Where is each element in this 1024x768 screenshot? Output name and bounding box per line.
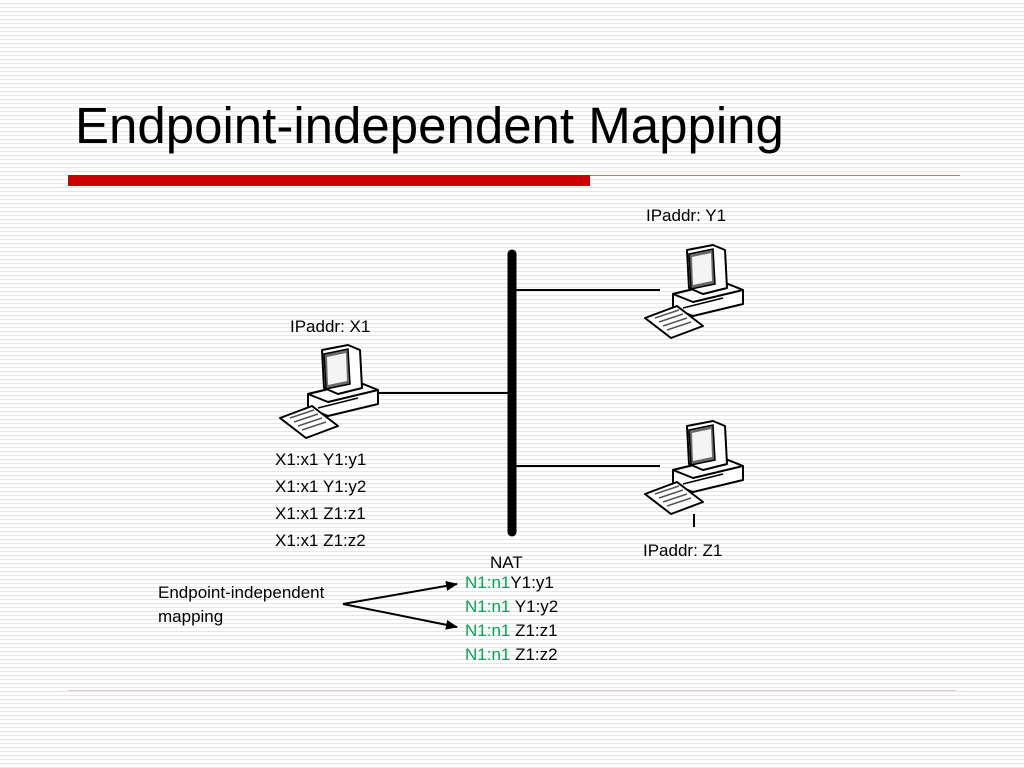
- host-x1-label: IPaddr: X1: [290, 317, 371, 336]
- slide-title: Endpoint-independent Mapping: [75, 97, 784, 154]
- callout-arrow-lower: [342, 603, 458, 630]
- callout-label-line2: mapping: [158, 607, 224, 626]
- desktop-computer-icon: [644, 420, 744, 515]
- external-source: N1:n1: [465, 573, 511, 592]
- callout-arrow-upper: [342, 580, 458, 605]
- footer-divider: [68, 690, 956, 691]
- external-mapping: N1:n1Y1:y1: [465, 573, 554, 593]
- external-dest: Z1:z2: [510, 645, 558, 664]
- internal-mapping: X1:x1 Z1:z1: [275, 504, 366, 523]
- desktop-computer-icon: [644, 244, 744, 339]
- title-underline-thin: [590, 175, 960, 176]
- external-dest: Y1:y1: [510, 573, 554, 592]
- external-source: N1:n1: [465, 645, 511, 664]
- nat-label: NAT: [490, 553, 523, 572]
- title-underline-accent: [68, 175, 590, 186]
- internal-mapping: X1:x1 Y1:y2: [275, 477, 367, 496]
- external-mapping: N1:n1 Y1:y2: [465, 597, 558, 617]
- external-mapping: N1:n1 Z1:z2: [465, 645, 558, 665]
- host-z1-label: IPaddr: Z1: [643, 541, 723, 560]
- external-dest: Z1:z1: [510, 621, 558, 640]
- desktop-computer-icon: [279, 344, 379, 439]
- internal-mapping: X1:x1 Y1:y1: [275, 450, 367, 469]
- external-mapping: N1:n1 Z1:z1: [465, 621, 558, 641]
- external-source: N1:n1: [465, 621, 511, 640]
- external-dest: Y1:y2: [510, 597, 559, 616]
- callout-label-line1: Endpoint-independent: [158, 583, 325, 602]
- host-y1-label: IPaddr: Y1: [646, 206, 727, 225]
- internal-mapping: X1:x1 Z1:z2: [275, 531, 366, 550]
- external-source: N1:n1: [465, 597, 511, 616]
